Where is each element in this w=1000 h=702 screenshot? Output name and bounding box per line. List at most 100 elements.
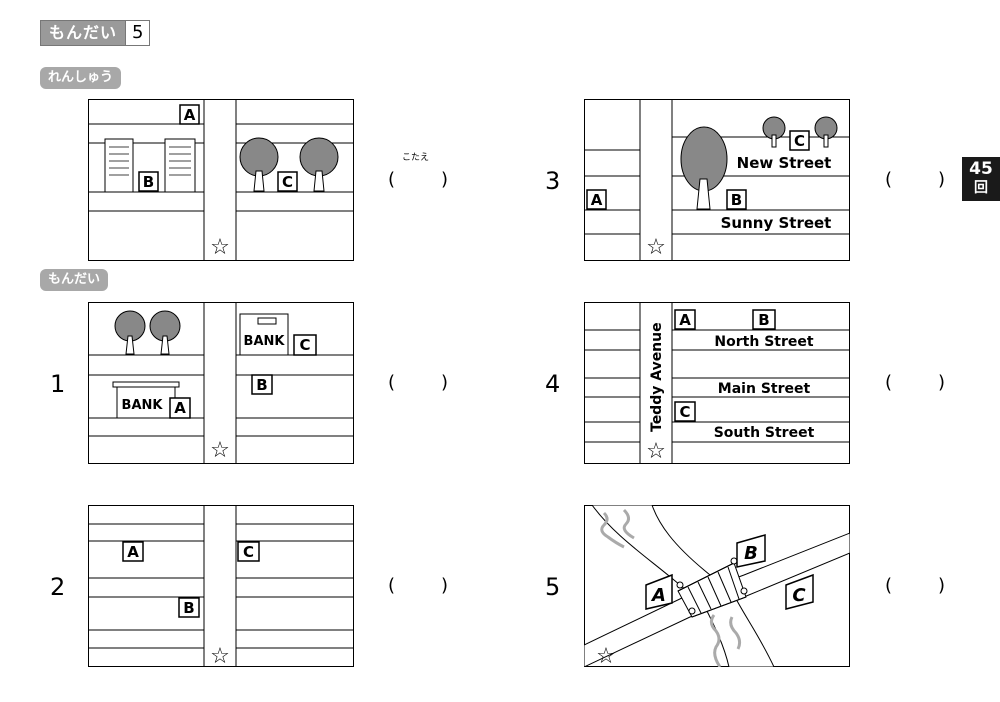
map-q1: BANK BANK A B C ☆ xyxy=(88,302,354,464)
paren-open: ( xyxy=(388,372,396,393)
question-number: 5 xyxy=(545,573,561,601)
marker-b: B xyxy=(736,534,766,568)
round-number: 45 xyxy=(969,159,993,179)
paren-close: ) xyxy=(937,372,945,393)
marker-b: B xyxy=(251,374,273,395)
svg-text:BANK: BANK xyxy=(244,334,286,349)
star-icon: ☆ xyxy=(646,235,666,260)
svg-text:C: C xyxy=(299,336,310,354)
answer-blank[interactable]: () xyxy=(388,169,448,190)
marker-c: C xyxy=(789,130,810,151)
svg-text:A: A xyxy=(184,106,196,124)
star-icon: ☆ xyxy=(596,644,616,667)
answer-blank[interactable]: () xyxy=(388,575,448,596)
paren-open: ( xyxy=(388,169,396,190)
tree-icon xyxy=(239,137,279,192)
bank-building-icon: BANK xyxy=(239,313,289,356)
marker-b: B xyxy=(138,171,159,192)
street-label: New Street xyxy=(737,154,832,172)
paren-close: ) xyxy=(937,575,945,596)
marker-c: C xyxy=(674,401,696,422)
svg-text:C: C xyxy=(243,543,254,561)
svg-text:C: C xyxy=(794,132,805,150)
map-q4: Teddy Avenue North Street Main Street So… xyxy=(584,302,850,464)
svg-text:B: B xyxy=(731,191,742,209)
marker-b: B xyxy=(752,309,776,330)
star-icon: ☆ xyxy=(210,644,230,667)
answer-blank[interactable]: () xyxy=(885,169,945,190)
question-number: 3 xyxy=(545,167,561,195)
section-problems-label: もんだい xyxy=(40,269,109,291)
svg-text:B: B xyxy=(183,599,194,617)
paren-open: ( xyxy=(885,372,893,393)
tree-icon xyxy=(680,126,728,210)
tree-icon xyxy=(114,310,146,355)
round-tab: 45 回 xyxy=(962,157,1000,201)
marker-c: C xyxy=(293,334,317,356)
street-label: Main Street xyxy=(718,381,811,397)
bridge-icon xyxy=(676,557,748,618)
practice-map: A B C ☆ xyxy=(88,99,354,261)
svg-text:A: A xyxy=(591,191,603,209)
star-icon: ☆ xyxy=(210,235,230,260)
svg-text:B: B xyxy=(143,173,154,191)
svg-text:C: C xyxy=(792,585,806,606)
paren-open: ( xyxy=(885,575,893,596)
svg-text:A: A xyxy=(174,399,186,417)
star-icon: ☆ xyxy=(646,439,666,464)
office-building-icon xyxy=(104,138,134,193)
marker-b: B xyxy=(178,597,200,618)
marker-a: A xyxy=(179,104,200,125)
street-label: South Street xyxy=(714,425,815,441)
answer-blank[interactable]: () xyxy=(885,575,945,596)
paren-open: ( xyxy=(388,575,396,596)
svg-text:B: B xyxy=(744,543,758,564)
svg-text:C: C xyxy=(679,403,690,421)
svg-text:A: A xyxy=(650,585,666,606)
answer-hint: こたえ xyxy=(402,153,430,163)
marker-a: A xyxy=(674,309,696,330)
svg-text:A: A xyxy=(679,311,691,329)
question-number: 1 xyxy=(50,370,66,398)
avenue-label: Teddy Avenue xyxy=(649,322,665,432)
marker-a: A xyxy=(122,541,144,562)
svg-text:BANK: BANK xyxy=(122,398,164,413)
question-number: 4 xyxy=(545,370,561,398)
answer-blank[interactable]: () xyxy=(388,372,448,393)
marker-a: A xyxy=(169,397,191,419)
tree-icon xyxy=(299,137,339,192)
office-building-icon xyxy=(164,138,196,193)
tree-icon xyxy=(149,310,181,355)
svg-text:B: B xyxy=(256,376,267,394)
header-number: 5 xyxy=(125,21,150,45)
street-label: North Street xyxy=(714,334,813,350)
answer-blank[interactable]: () xyxy=(885,372,945,393)
paren-close: ) xyxy=(440,372,448,393)
page-header: もんだい 5 xyxy=(40,20,151,46)
map-q2: A B C ☆ xyxy=(88,505,354,667)
section-practice-label: れんしゅう xyxy=(40,67,122,89)
marker-b: B xyxy=(726,189,747,210)
map-q3: New Street Sunny Street A B C ☆ xyxy=(584,99,850,261)
header-label: もんだい xyxy=(41,21,126,45)
bank-building-icon: BANK xyxy=(112,381,180,419)
marker-c: C xyxy=(237,541,260,562)
tree-icon xyxy=(762,116,786,148)
paren-close: ) xyxy=(440,169,448,190)
star-icon: ☆ xyxy=(210,438,230,463)
marker-a: A xyxy=(586,189,607,210)
svg-text:B: B xyxy=(758,311,769,329)
svg-text:C: C xyxy=(282,173,293,191)
round-unit: 回 xyxy=(974,180,988,196)
marker-c: C xyxy=(785,573,814,610)
paren-close: ) xyxy=(937,169,945,190)
marker-a: A xyxy=(645,573,673,610)
tree-icon xyxy=(814,116,838,148)
paren-open: ( xyxy=(885,169,893,190)
marker-c: C xyxy=(277,171,298,192)
map-q5: A B C ☆ xyxy=(584,505,850,667)
street-label: Sunny Street xyxy=(721,214,832,232)
svg-text:A: A xyxy=(127,543,139,561)
paren-close: ) xyxy=(440,575,448,596)
question-number: 2 xyxy=(50,573,66,601)
